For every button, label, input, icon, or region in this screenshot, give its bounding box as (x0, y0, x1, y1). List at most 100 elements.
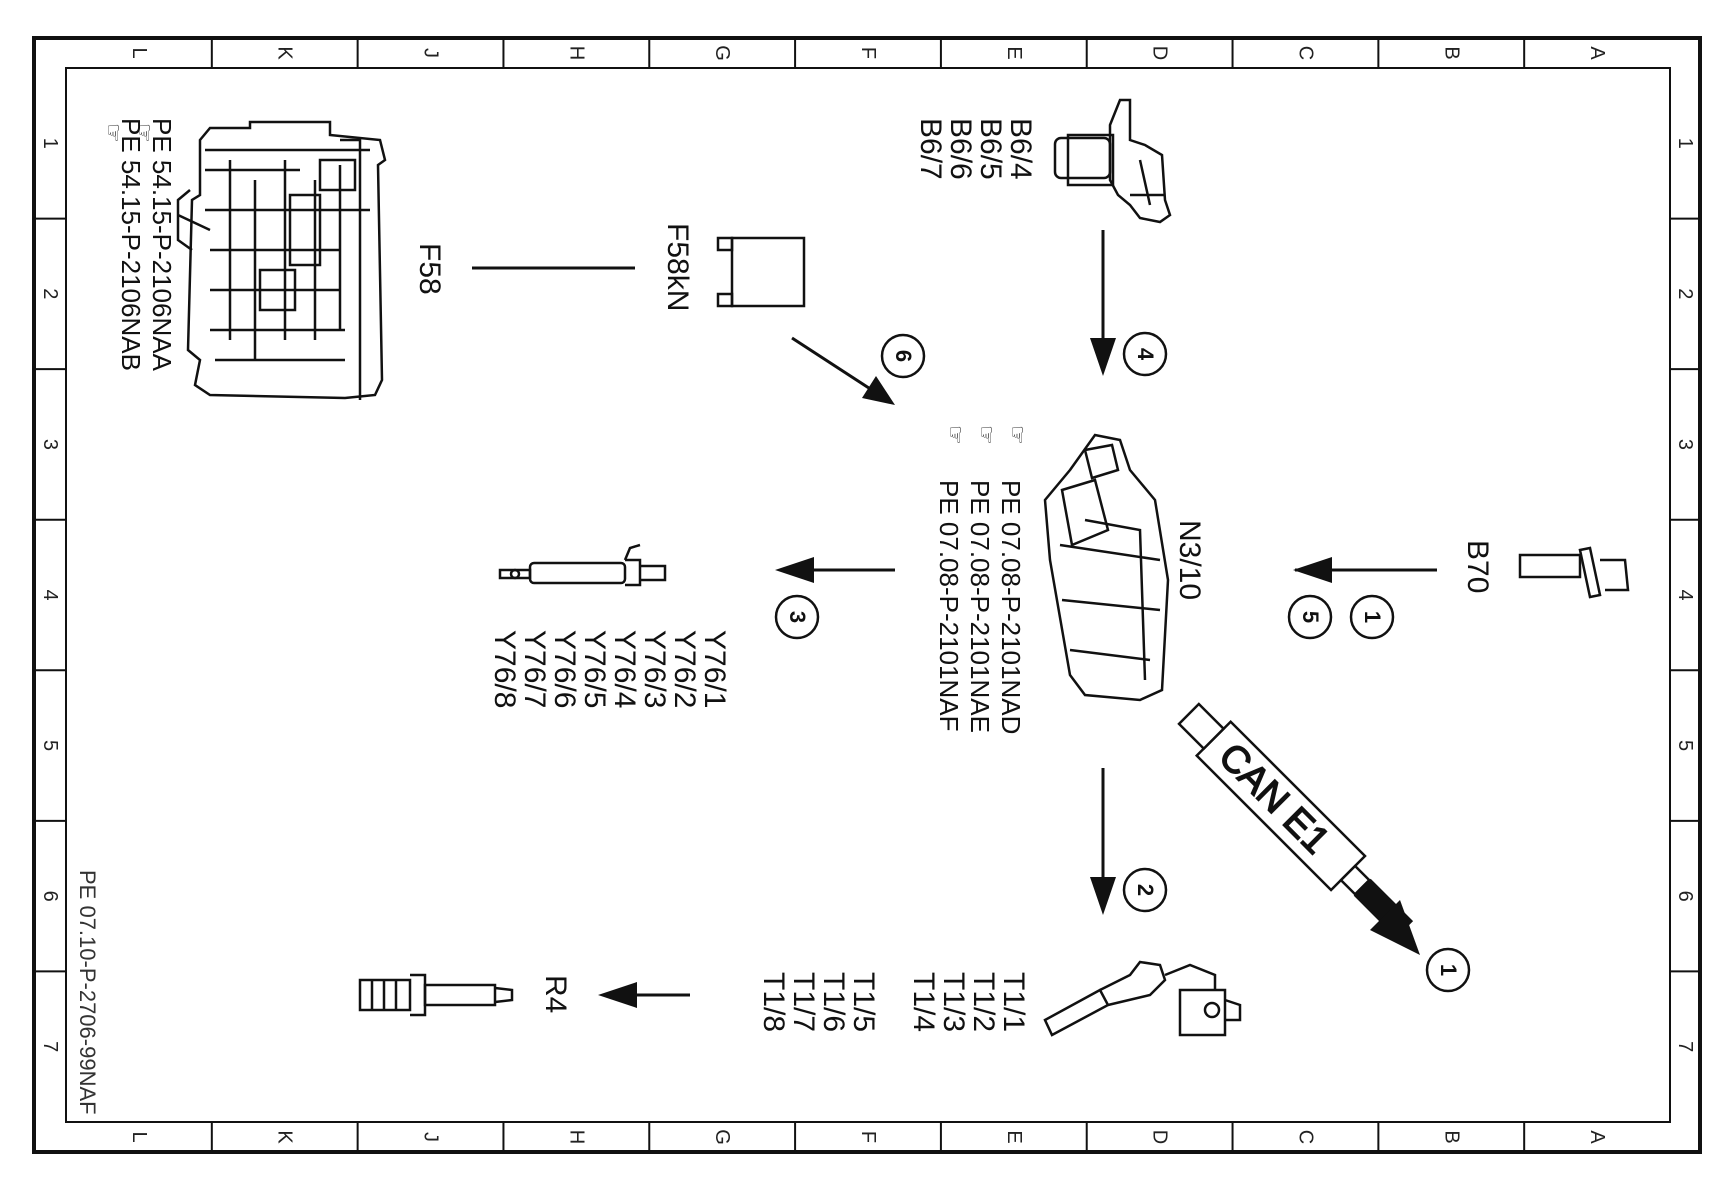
t1-label-8: T1/8 (757, 972, 790, 1032)
outer-frame (32, 36, 1702, 1154)
y76-injector-drawing (498, 543, 667, 587)
grid-row-label: 3 (39, 439, 61, 450)
grid-row-label: 4 (1674, 589, 1696, 600)
grid-row-label: 2 (1674, 288, 1696, 299)
t1-ignition-coil-drawing (1043, 960, 1242, 1037)
step-1a-badge: 1 (1349, 594, 1395, 640)
step-2-badge: 2 (1122, 867, 1168, 913)
r4-spark-plug-drawing (358, 973, 514, 1017)
b6-labels: B6/4 B6/5 B6/6 B6/7 (914, 118, 1037, 180)
b6-label-3: B6/6 (944, 118, 977, 180)
b6-label-1: B6/4 (1004, 118, 1037, 180)
can-e1-label: CAN E1 (1210, 735, 1337, 862)
t1-label-3: T1/3 (937, 972, 970, 1032)
grid-row-label: 2 (39, 288, 61, 299)
grid-col-label: D (1149, 46, 1171, 60)
svg-text:6: 6 (891, 350, 916, 362)
n3-ref-2: PE 07.08-P-2101NAE (965, 480, 995, 733)
hand-pointer-icon: ☞ (1005, 425, 1030, 445)
step-4-badge: 4 (1122, 331, 1168, 377)
arrow-4 (1090, 230, 1116, 376)
grid-col-label: C (1294, 46, 1316, 60)
n3-ref-3: PE 07.08-P-2101NAF (934, 480, 964, 731)
svg-text:1: 1 (1436, 964, 1461, 976)
f58kn-label: F58kN (661, 223, 694, 311)
grid-row-label: 7 (1674, 1041, 1696, 1052)
y76-label-8: Y76/8 (488, 630, 521, 708)
t1-label-2: T1/2 (967, 972, 1000, 1032)
grid-col-label: G (711, 45, 733, 61)
grid-col-label: H (565, 1130, 587, 1144)
r4-label: R4 (539, 975, 572, 1013)
y76-label-5: Y76/5 (578, 630, 611, 708)
hand-pointer-icon: ☞ (132, 123, 157, 143)
t1-labels: T1/1 T1/2 T1/3 T1/4 T1/5 T1/6 T1/7 T1/8 (757, 972, 1030, 1032)
y76-label-3: Y76/3 (638, 630, 671, 708)
grid-col-label: B (1440, 46, 1462, 59)
grid-row-label: 1 (1674, 138, 1696, 149)
grid-col-label: E (1003, 46, 1025, 59)
arrow-to-r4 (598, 982, 690, 1008)
t1-label-6: T1/6 (817, 972, 850, 1032)
grid-col-label: A (1586, 46, 1608, 60)
step-3-badge: 3 (774, 594, 820, 640)
grid-col-label: D (1149, 1130, 1171, 1144)
arrow-3 (775, 557, 895, 583)
t1-label-5: T1/5 (847, 972, 880, 1032)
t1-label-1: T1/1 (997, 972, 1030, 1032)
f58-fusebox-drawing (176, 120, 387, 400)
grid-row-label: 1 (39, 138, 61, 149)
svg-text:5: 5 (1298, 611, 1323, 623)
f58-ref-1: PE 54.15-P-2106NAA (147, 118, 177, 372)
f58-label: F58 (413, 243, 446, 295)
grid-col-label: F (857, 47, 879, 59)
hand-pointer-icon: ☞ (974, 425, 999, 445)
step-6-badge: 6 (880, 333, 926, 379)
grid-row-label: 5 (39, 740, 61, 751)
svg-text:1: 1 (1360, 611, 1385, 623)
b70-label: B70 (1461, 540, 1494, 593)
arrow-1-5 (1293, 557, 1437, 583)
grid-col-label: C (1294, 1130, 1316, 1144)
y76-label-2: Y76/2 (668, 630, 701, 708)
hand-pointer-icon: ☞ (943, 425, 968, 445)
grid-row-label: 4 (39, 589, 61, 600)
y76-label-7: Y76/7 (518, 630, 551, 708)
f58-ref-2: PE 54.15-P-2106NAB (116, 118, 146, 371)
n3-10-ecu-drawing (1043, 433, 1170, 702)
step-1b-badge: 1 (1425, 947, 1471, 993)
arrow-6 (791, 336, 895, 405)
y76-label-1: Y76/1 (698, 630, 731, 708)
b6-label-2: B6/5 (974, 118, 1007, 180)
arrow-2 (1090, 768, 1116, 915)
grid-row-label: 6 (1674, 891, 1696, 902)
grid-col-label: F (857, 1131, 879, 1143)
grid-col-label: H (565, 46, 587, 60)
grid-ticks (34, 38, 1700, 1152)
t1-label-7: T1/7 (787, 972, 820, 1032)
b70-sensor-drawing (1518, 546, 1630, 599)
svg-text:2: 2 (1133, 884, 1158, 896)
inner-frame (65, 67, 1671, 1123)
t1-label-4: T1/4 (907, 972, 940, 1032)
footer-reference: PE 07.10-P-2706-99NAF (75, 870, 100, 1115)
hand-pointer-icon: ☞ (101, 123, 126, 143)
svg-text:4: 4 (1133, 348, 1158, 361)
n3-ref-1: PE 07.08-P-2101NAD (996, 480, 1026, 734)
grid-row-label: 5 (1674, 740, 1696, 751)
grid-col-label: L (128, 47, 150, 58)
can-e1-connector-drawing: CAN E1 (1177, 702, 1420, 955)
y76-labels: Y76/1 Y76/2 Y76/3 Y76/4 Y76/5 Y76/6 Y76/… (488, 630, 731, 708)
step-5-badge: 5 (1287, 594, 1333, 640)
grid-row-label: 6 (39, 891, 61, 902)
b6-label-4: B6/7 (914, 118, 947, 180)
y76-label-6: Y76/6 (548, 630, 581, 708)
n3-10-references: PE 07.08-P-2101NAD PE 07.08-P-2101NAE PE… (934, 425, 1030, 734)
svg-text:3: 3 (785, 611, 810, 623)
y76-label-4: Y76/4 (608, 630, 641, 708)
grid-row-label: 3 (1674, 439, 1696, 450)
grid-row-label: 7 (39, 1041, 61, 1052)
